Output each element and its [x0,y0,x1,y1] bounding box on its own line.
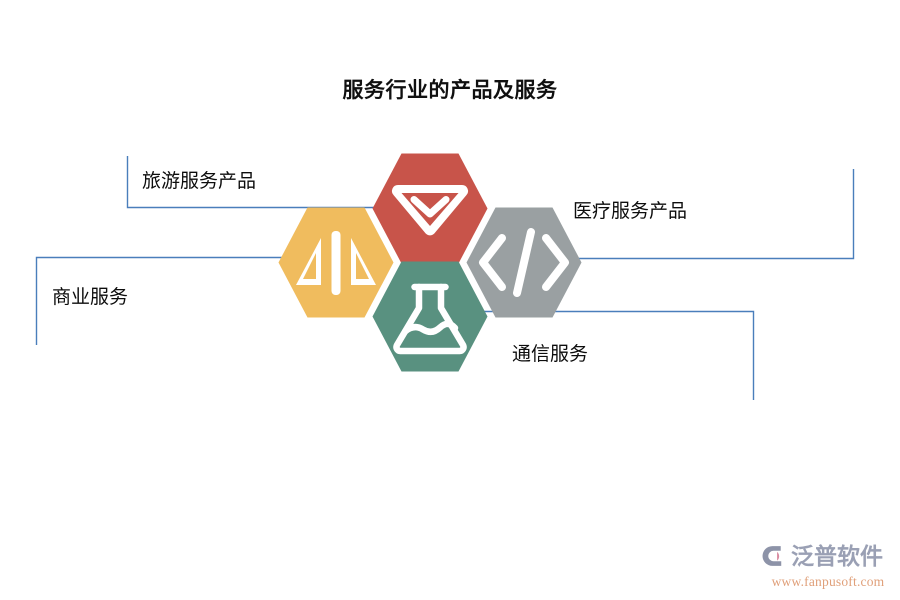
hexagon-business[interactable] [278,207,394,318]
hexagon-medical[interactable] [466,207,582,318]
hexagon-communication-shape [372,261,488,372]
page-title: 服务行业的产品及服务 [342,79,558,102]
connector-business [35,256,310,345]
flask-icon [393,283,467,355]
hexagon-travel-shape [372,153,488,264]
code-brackets-icon [479,228,569,297]
label-communication: 通信服务 [512,344,589,365]
label-business: 商业服务 [52,287,129,308]
connector-medical [575,169,855,260]
label-travel: 旅游服务产品 [142,171,257,192]
balance-scale-icon [296,231,376,295]
logo-watermark: 泛普软件 www.fanpusoft.com [762,541,894,593]
hexagon-travel[interactable] [372,153,488,264]
label-medical: 医疗服务产品 [573,201,688,222]
diamond-gem-icon [391,184,469,236]
hexagon-communication[interactable] [372,261,488,372]
logo-name: 泛普软件 [791,542,883,569]
fanpu-logo-icon [762,546,782,566]
logo-url: www.fanpusoft.com [771,574,885,589]
